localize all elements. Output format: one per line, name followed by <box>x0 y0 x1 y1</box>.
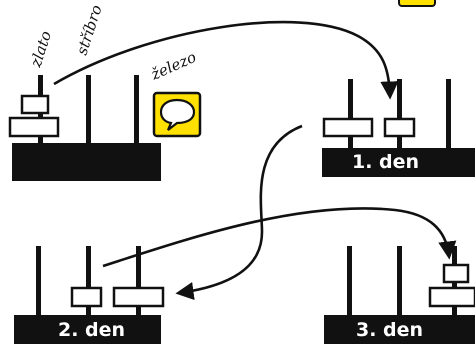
peg-label-iron: železo <box>147 48 199 84</box>
peg <box>397 246 402 315</box>
day-label-2: 2. den <box>58 319 125 341</box>
disk-small <box>442 263 470 284</box>
peg <box>348 79 353 148</box>
arrow-to-day2 <box>175 124 303 301</box>
disk-large <box>112 286 165 308</box>
disk-large <box>8 116 60 138</box>
disk-large <box>428 286 475 308</box>
panel-day1: 1. den <box>322 79 475 177</box>
peg-label-silver: stříbro <box>73 3 106 58</box>
peg <box>86 246 91 315</box>
peg <box>136 246 141 315</box>
panel-day2: 2. den <box>14 246 165 344</box>
arrow-to-day1 <box>53 20 399 100</box>
peg <box>446 79 451 148</box>
speech-bubble-icon[interactable] <box>152 91 202 138</box>
disk-small <box>20 94 50 115</box>
base <box>14 315 161 344</box>
disk-small <box>70 286 103 308</box>
base <box>12 143 161 181</box>
disk-small <box>383 117 416 138</box>
base <box>324 315 475 344</box>
peg <box>347 246 352 315</box>
panel-day3: 3. den <box>324 246 475 344</box>
panel-initial: zlato stříbro železo <box>8 3 202 181</box>
disk-large <box>322 117 374 138</box>
arrow-to-day3 <box>102 207 457 268</box>
peg-label-gold: zlato <box>26 29 55 70</box>
peg-iron <box>134 75 139 143</box>
day-label-1: 1. den <box>352 151 419 173</box>
base <box>322 148 475 177</box>
day-label-3: 3. den <box>356 319 423 341</box>
note-icon[interactable] <box>398 0 436 7</box>
peg <box>36 246 41 315</box>
peg-silver <box>86 75 91 143</box>
peg <box>397 79 402 148</box>
